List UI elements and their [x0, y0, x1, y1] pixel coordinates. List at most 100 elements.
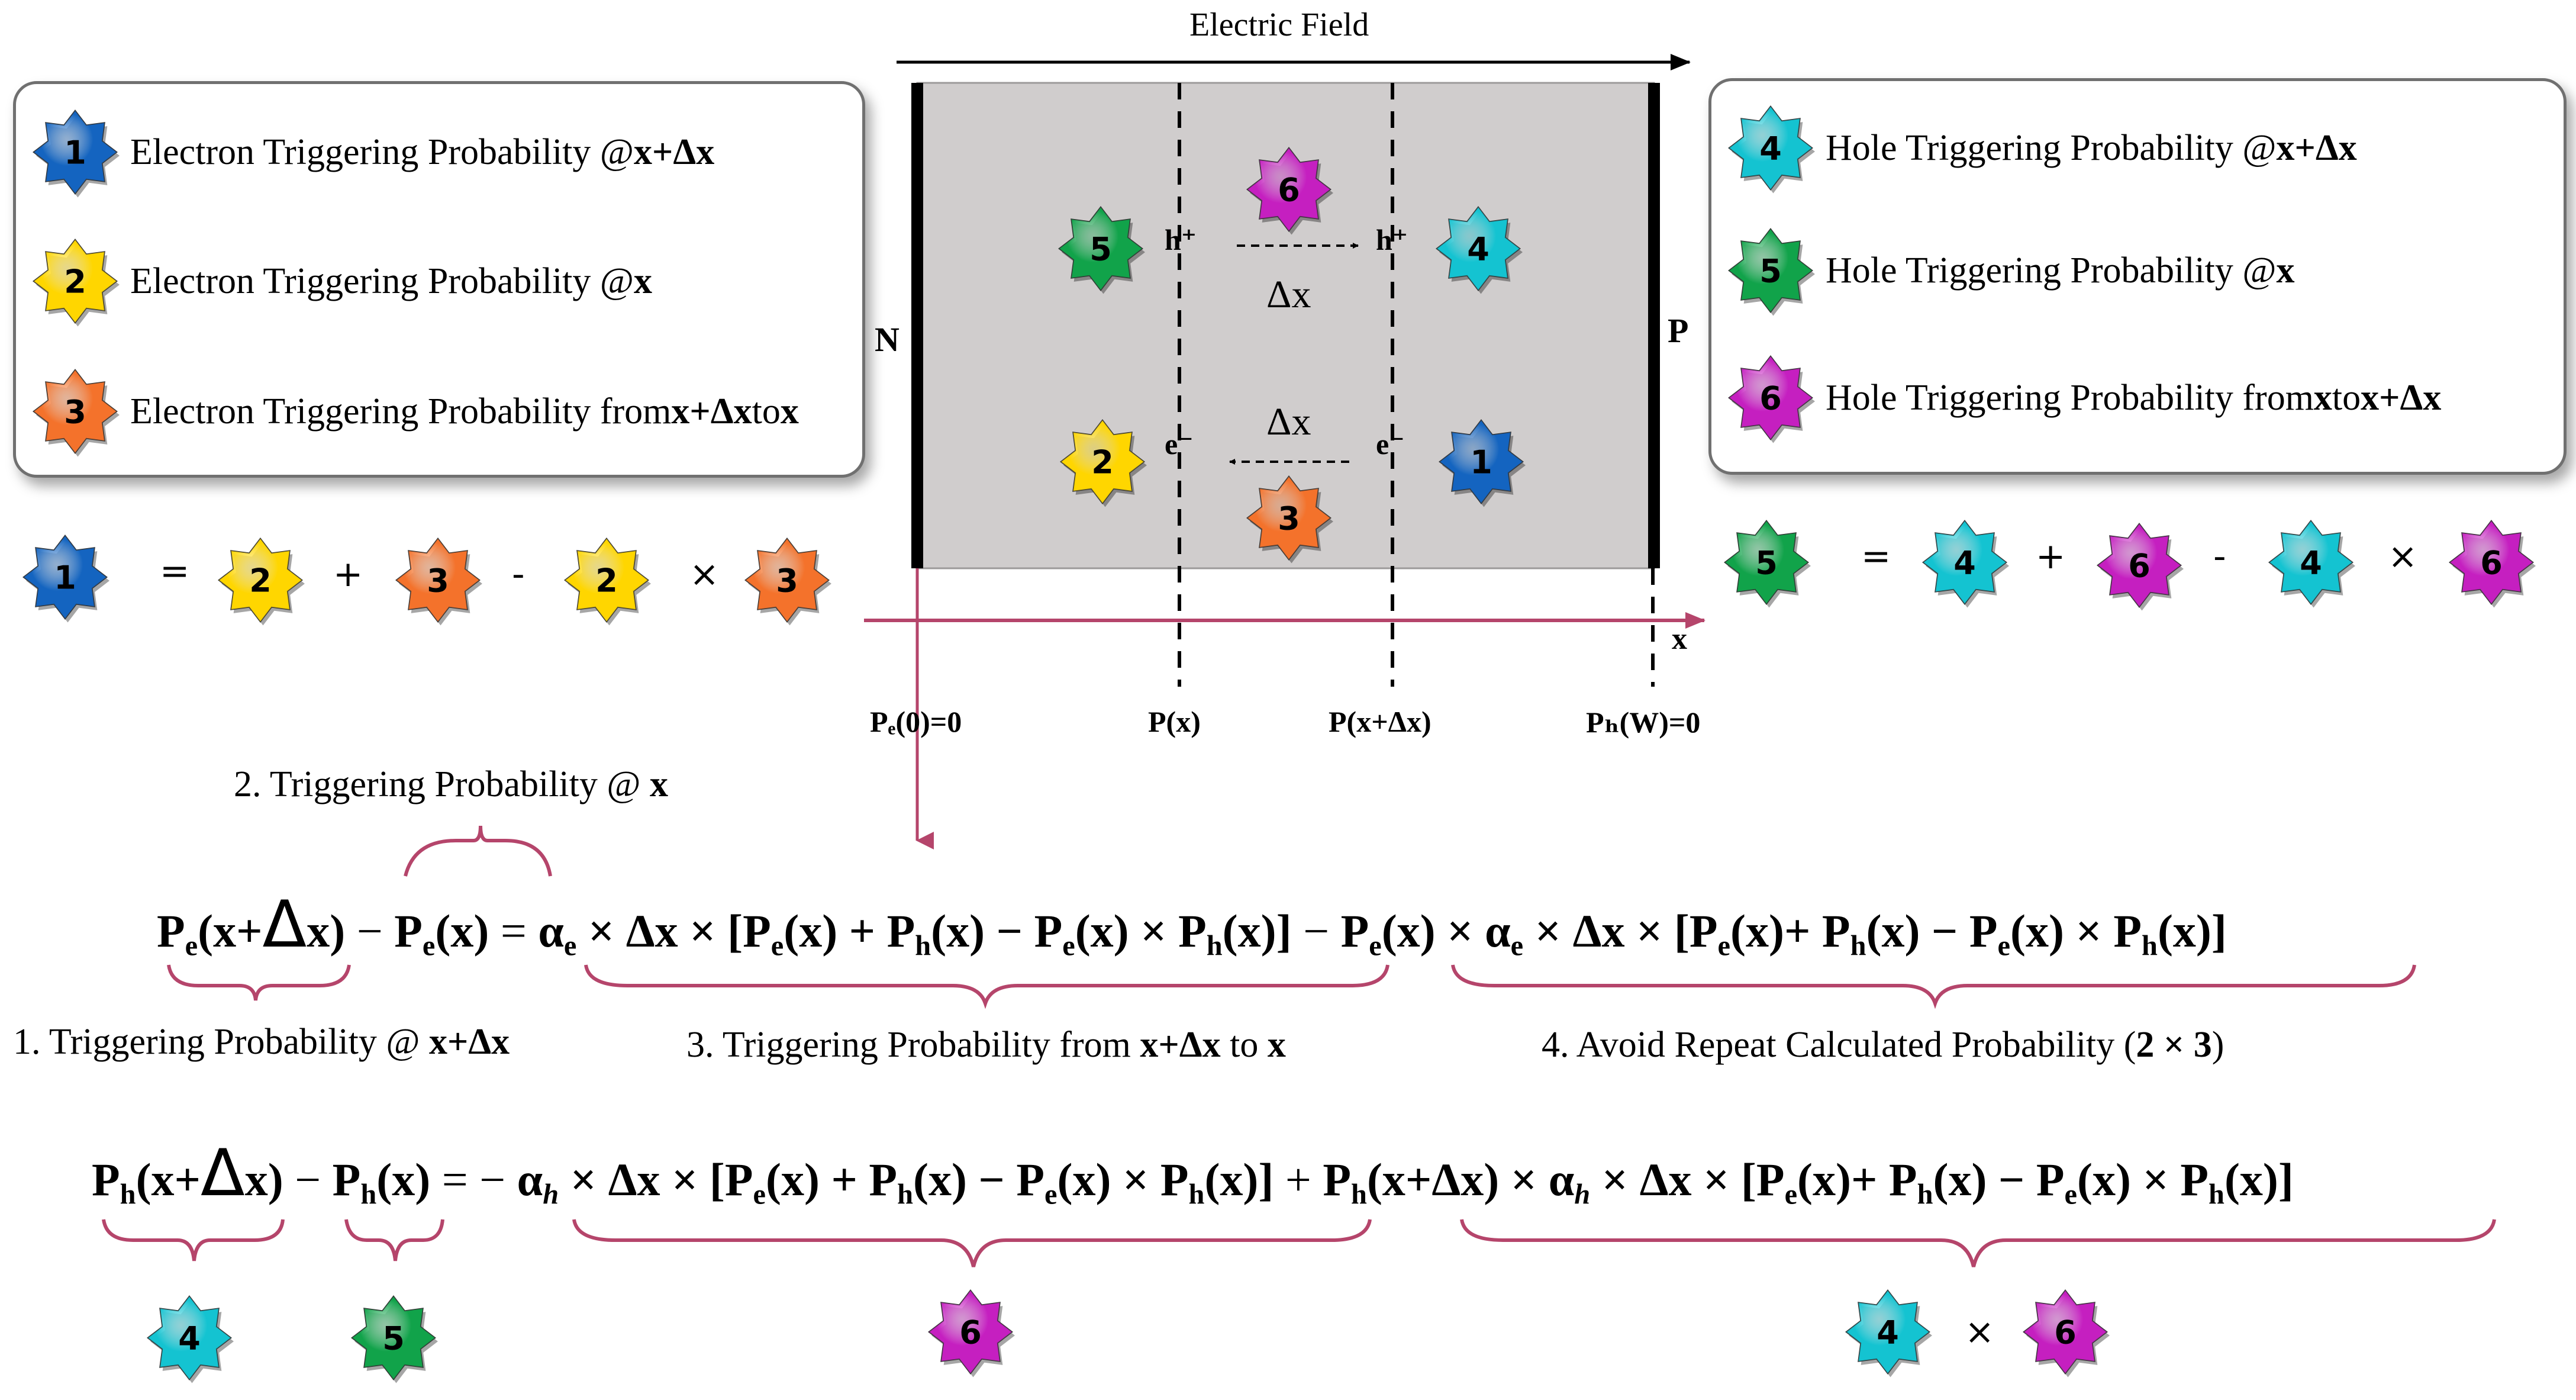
svg-text:3: 3: [776, 562, 798, 600]
eq1-t2-s3: e: [1997, 930, 2010, 962]
legend-left-3-text: Electron Triggering Probability from: [130, 391, 672, 432]
formula-left-star-3b-icon: 3: [743, 536, 831, 626]
annotation-tp-from-b2: x: [1267, 1025, 1286, 1065]
formula-left-star-3a-icon: 3: [394, 536, 482, 626]
device-star-2-icon: 2: [1058, 417, 1147, 507]
legend-left-1-bold: x+Δx: [634, 131, 715, 172]
eq1-t2-r4: (x)]: [2157, 905, 2227, 957]
bottom-star-4b-icon: 4: [1843, 1288, 1932, 1378]
bottom-star-5-icon: 5: [349, 1293, 438, 1383]
equation-2: Ph(x+Δx) − Ph(x) = − αh × Δx × [Pe(x) + …: [92, 1135, 2294, 1211]
svg-text:6: 6: [1278, 172, 1300, 209]
legend-left-1-text: Electron Triggering Probability @: [130, 131, 634, 172]
legend-right-box: 4 Hole Triggering Probability @ x+Δx 5 H…: [1708, 78, 2567, 475]
formula-left-plus: +: [333, 553, 363, 595]
electron-label-left: e⁻: [1165, 427, 1194, 461]
eq1-delta: Δ: [262, 887, 307, 962]
annotation-tp-at-xdx-text: 1. Triggering Probability @: [13, 1022, 429, 1062]
formula-left-equals: =: [160, 551, 190, 592]
eq2-t2-r0: × Δx × [P: [1590, 1154, 1785, 1205]
eq1-pe-x-sub: e: [422, 930, 436, 962]
svg-text:5: 5: [1755, 545, 1778, 582]
eq1-lhs-end: x): [307, 905, 346, 957]
p-region-label: P: [1668, 311, 1689, 350]
eq1-t1-s1: e: [770, 930, 784, 962]
star-5-icon: 5: [1726, 226, 1815, 316]
brace-eq1-lhs: [167, 964, 351, 1001]
brace-eq2-term1: [572, 1219, 1372, 1267]
formula-right-star-5-icon: 5: [1722, 518, 1811, 608]
svg-text:3: 3: [64, 394, 86, 431]
svg-text:6: 6: [959, 1314, 982, 1351]
star-2-icon: 2: [31, 237, 120, 327]
svg-text:4: 4: [2300, 545, 2322, 582]
eq1-t2-s4: h: [2142, 930, 2158, 962]
delta-x-bottom-label: Δx: [1266, 400, 1311, 443]
hole-label-left: h⁺: [1165, 223, 1197, 256]
eq2-t2-p: P: [1323, 1154, 1352, 1205]
eq1-t2-alpha-sub: e: [1510, 930, 1524, 962]
svg-text:4: 4: [1953, 545, 1976, 582]
eq1-t2-r2: (x) − P: [1866, 905, 1998, 957]
svg-text:4: 4: [1759, 130, 1782, 168]
annotation-tp-from-mid: to: [1220, 1025, 1268, 1065]
annotation-tp-at-xdx: 1. Triggering Probability @ x+Δx: [13, 1021, 510, 1063]
eq2-t1-s1: e: [753, 1179, 766, 1211]
eq1-t1-s4: h: [1206, 930, 1223, 962]
legend-left-2-bold: x: [634, 260, 652, 301]
svg-text:2: 2: [64, 263, 86, 301]
svg-text:2: 2: [595, 562, 618, 600]
n-region-label: N: [875, 320, 899, 359]
legend-right-3-text: Hole Triggering Probability from: [1826, 377, 2314, 418]
eq2-t2-alpha: α: [1548, 1154, 1575, 1205]
x-axis-label: x: [1672, 622, 1687, 656]
eq2-t1-r2: (x) − P: [913, 1154, 1045, 1205]
svg-text:4: 4: [178, 1320, 201, 1357]
eq2-delta: Δ: [200, 1135, 245, 1211]
equation-1: Pe(x+Δx) − Pe(x) = αe × Δx × [Pe(x) + Ph…: [157, 887, 2227, 963]
svg-text:5: 5: [382, 1320, 405, 1357]
eq1-equals: =: [489, 905, 539, 957]
annotation-tp-at-xdx-bold: x+Δx: [428, 1022, 510, 1062]
legend-right-row-3: 6 Hole Triggering Probability from x to …: [1726, 353, 2441, 443]
formula-left-star-2-icon: 2: [216, 536, 305, 626]
eq1-t2-p-sub: e: [1369, 930, 1382, 962]
eq2-t2-s2: h: [1917, 1179, 1933, 1211]
eq2-t1-rest: × Δx × [P: [559, 1154, 753, 1205]
formula-right-times: ×: [2388, 536, 2418, 577]
legend-left-row-2: 2 Electron Triggering Probability @ x: [31, 237, 652, 327]
annotation-avoid-bold: 2 × 3: [2136, 1025, 2212, 1065]
svg-text:5: 5: [1089, 231, 1112, 268]
legend-left-row-1: 1 Electron Triggering Probability @ x+Δx: [31, 108, 715, 198]
star-3-icon: 3: [31, 367, 120, 457]
annotation-tp-at-x-text: 2. Triggering Probability @: [234, 764, 650, 804]
svg-text:5: 5: [1759, 253, 1782, 290]
eq2-lhs-arg: (x+: [136, 1154, 201, 1205]
eq1-t1-r3: (x) × P: [1075, 905, 1207, 957]
eq1-lhs-arg: (x+: [198, 905, 263, 957]
eq1-t2-s2: h: [1850, 930, 1866, 962]
star-6-icon: 6: [1726, 353, 1815, 443]
axis-label-pxdx: P(x+Δx): [1329, 705, 1432, 738]
eq1-pe-sub: e: [185, 930, 198, 962]
eq2-t2-r4: (x)]: [2224, 1154, 2294, 1205]
formula-left-minus: -: [512, 553, 525, 595]
star-4-icon: 4: [1726, 104, 1815, 194]
eq2-t2-p-sub: h: [1351, 1179, 1367, 1211]
eq2-t2-alpha-sub: h: [1574, 1179, 1591, 1211]
eq1-t2-r0: × Δx × [P: [1523, 905, 1718, 957]
electron-label-right: e⁻: [1376, 427, 1405, 461]
eq2-t2-s1: e: [1784, 1179, 1798, 1211]
equation-braces: [102, 825, 2496, 1267]
eq2-ph-x: P: [332, 1154, 361, 1205]
eq1-t2-rest: (x) ×: [1381, 905, 1485, 957]
svg-text:6: 6: [2054, 1314, 2077, 1351]
device-star-6-icon: 6: [1245, 145, 1333, 235]
legend-right-2-text: Hole Triggering Probability @: [1826, 250, 2277, 291]
annotation-tp-at-x-bold: x: [649, 764, 668, 804]
device-star-1-icon: 1: [1437, 417, 1526, 507]
eq2-ph-x-sub: h: [360, 1179, 377, 1211]
legend-left-3-bold: x+Δx: [671, 391, 752, 432]
eq1-alpha: α: [538, 905, 564, 957]
legend-left-box: 1 Electron Triggering Probability @ x+Δx…: [13, 81, 865, 478]
